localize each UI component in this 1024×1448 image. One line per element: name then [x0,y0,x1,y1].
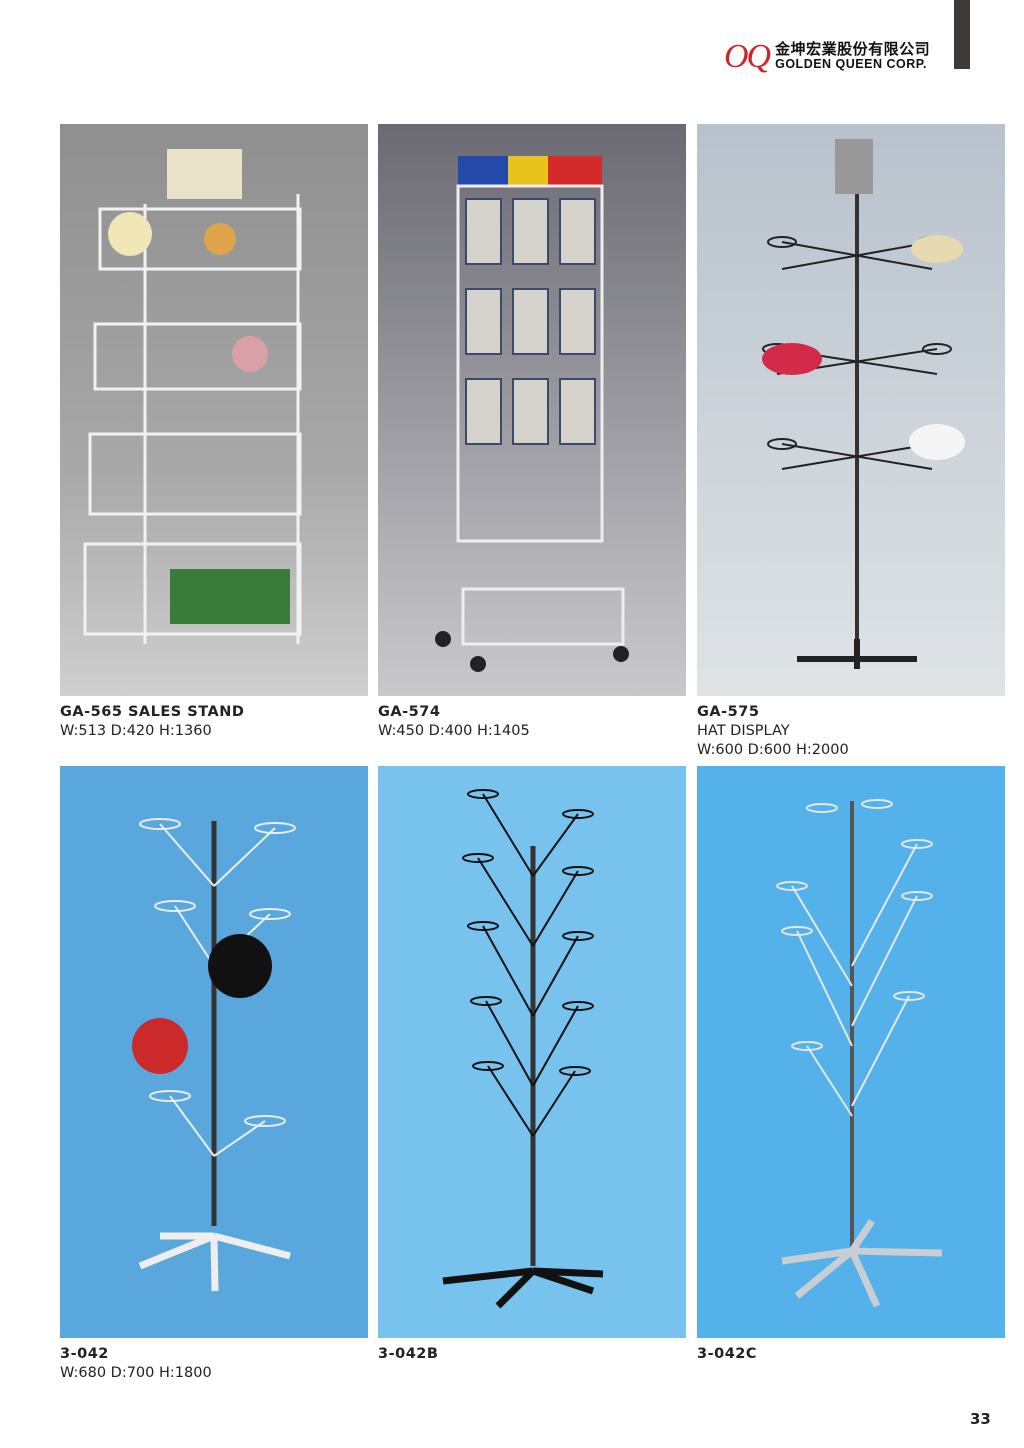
product-caption: 3-042C [697,1345,1005,1364]
product-dimensions: W:680 D:700 H:1800 [60,1365,212,1381]
product-dimensions: W:600 D:600 H:2000 [697,742,849,758]
company-logo: OQ 金坤宏業股份有限公司 GOLDEN QUEEN CORP. [724,38,930,76]
product-code: 3-042 [60,1346,109,1362]
product-caption: GA-565 SALES STAND W:513 D:420 H:1360 [60,703,368,741]
product-code: GA-565 SALES STAND [60,704,245,720]
product-photo-3-042 [60,766,368,1338]
company-name-cn: 金坤宏業股份有限公司 [775,40,931,58]
page-number: 33 [970,1410,991,1428]
product-caption: GA-575 HAT DISPLAY W:600 D:600 H:2000 [697,703,1005,760]
product-photo-ga-574 [378,124,686,696]
header-accent-bar [954,0,970,69]
product-photo-ga-575 [697,124,1005,696]
product-photo-3-042c [697,766,1005,1338]
product-caption: 3-042 W:680 D:700 H:1800 [60,1345,368,1383]
product-code: GA-575 [697,704,760,720]
product-photo-3-042b [378,766,686,1338]
logo-mark: OQ [724,38,771,75]
product-caption: 3-042B [378,1345,686,1364]
product-photo-ga-565 [60,124,368,696]
company-name-en: GOLDEN QUEEN CORP. [775,57,927,71]
product-caption: GA-574 W:450 D:400 H:1405 [378,703,686,741]
product-description: HAT DISPLAY [697,723,790,739]
product-dimensions: W:450 D:400 H:1405 [378,723,530,739]
product-code: GA-574 [378,704,441,720]
product-code: 3-042C [697,1346,758,1362]
product-code: 3-042B [378,1346,439,1362]
product-dimensions: W:513 D:420 H:1360 [60,723,212,739]
